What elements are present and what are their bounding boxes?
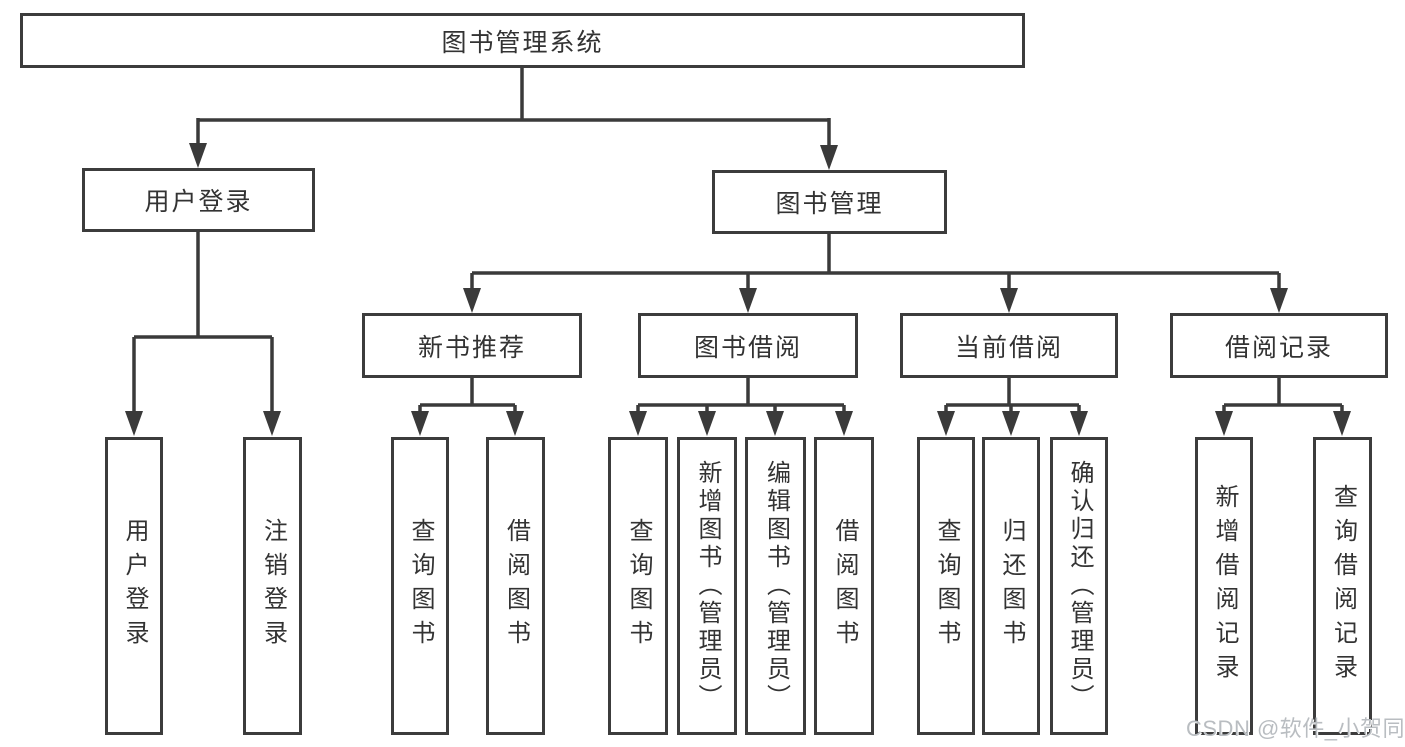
node-current-borrow: 当前借阅 [900, 313, 1118, 378]
leaf-current-query-books: 查询图书 [917, 437, 975, 735]
leaf-records-add-record: 新增借阅记录 [1195, 437, 1253, 735]
leaf-records-query-record: 查询借阅记录 [1313, 437, 1372, 735]
leaf-borrow-edit-books-admin: 编辑图书（管理员） [745, 437, 806, 735]
node-borrow-records: 借阅记录 [1170, 313, 1388, 378]
node-root-system: 图书管理系统 [20, 13, 1025, 68]
leaf-newbook-query-books: 查询图书 [391, 437, 449, 735]
watermark: CSDN @软件_小贺同学 [1186, 716, 1405, 741]
leaf-borrow-borrow-books: 借阅图书 [814, 437, 874, 735]
leaf-borrow-query-books: 查询图书 [608, 437, 668, 735]
leaf-newbook-borrow-books: 借阅图书 [486, 437, 545, 735]
node-book-borrow: 图书借阅 [638, 313, 858, 378]
leaf-user-login: 用户登录 [105, 437, 163, 735]
leaf-current-return-books: 归还图书 [982, 437, 1040, 735]
node-book-management: 图书管理 [712, 170, 947, 234]
node-user-login: 用户登录 [82, 168, 315, 232]
node-new-book-recommend: 新书推荐 [362, 313, 582, 378]
leaf-current-confirm-return-admin: 确认归还（管理员） [1050, 437, 1108, 735]
leaf-borrow-add-books-admin: 新增图书（管理员） [677, 437, 737, 735]
leaf-logout: 注销登录 [243, 437, 302, 735]
